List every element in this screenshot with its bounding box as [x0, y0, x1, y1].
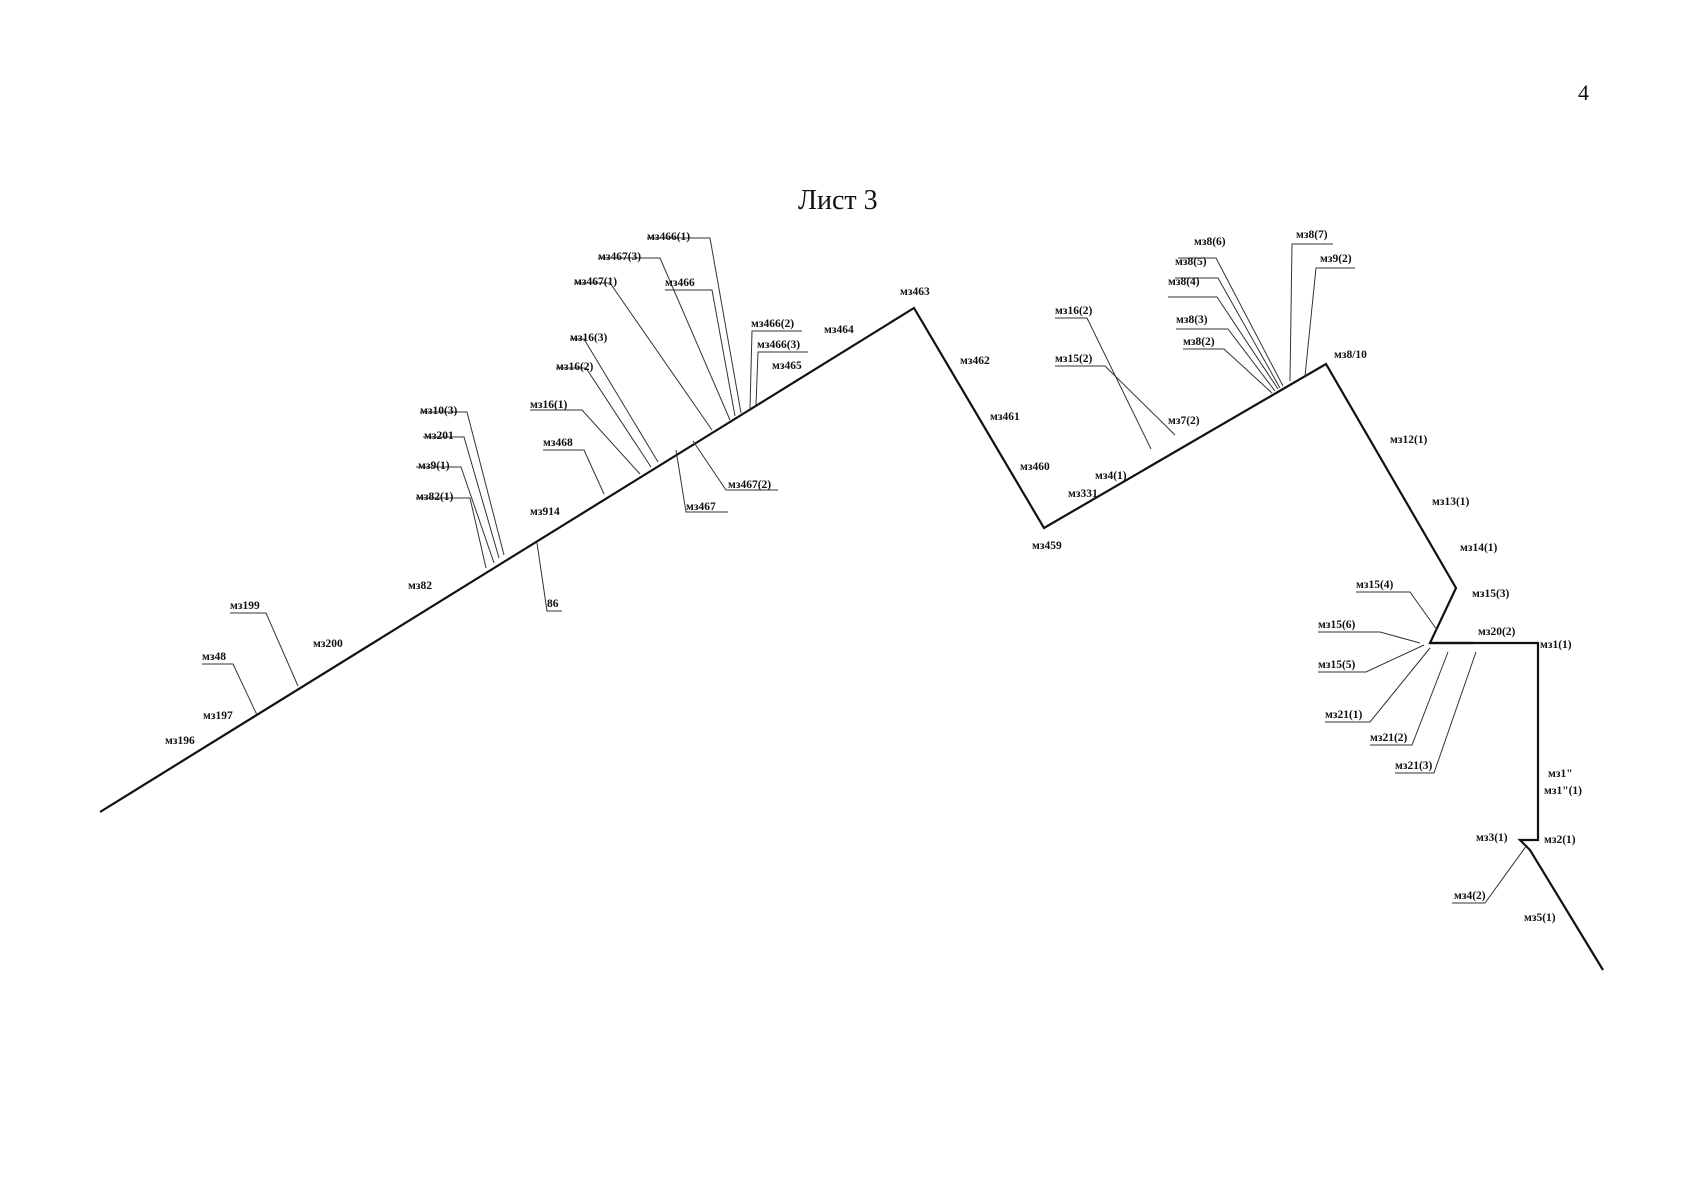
label-mz16-1a: мз16(1) — [530, 399, 568, 411]
label-mz467-3: мз467(3) — [598, 251, 641, 263]
label-mz914: мз914 — [530, 506, 560, 518]
label-mz459: мз459 — [1032, 540, 1062, 552]
label-mz82-1: мз82(1) — [416, 491, 454, 503]
leader-lines — [202, 237, 1528, 904]
point-labels: мз196 мз197 мз48 мз199 мз200 мз82 мз82(1… — [165, 229, 1582, 924]
label-mz9-1: мз9(1) — [418, 460, 450, 472]
label-mz1pp: мз1" — [1548, 768, 1573, 780]
label-mz2-1: мз2(1) — [1544, 834, 1576, 846]
label-mz7-2: мз7(2) — [1168, 415, 1200, 427]
label-mz15-3: мз15(3) — [1472, 588, 1510, 600]
label-mz8-10: мз8/10 — [1334, 349, 1367, 361]
label-mz199: мз199 — [230, 600, 260, 612]
label-mz16-3: мз16(3) — [570, 332, 608, 344]
label-mz466-2: мз466(2) — [751, 318, 794, 330]
label-mz1pp-1: мз1"(1) — [1544, 785, 1582, 797]
label-mz466-1: мз466(1) — [647, 231, 690, 243]
label-mz4-2: мз4(2) — [1454, 890, 1486, 902]
label-mz15-5: мз15(5) — [1318, 659, 1356, 671]
label-mz21-1: мз21(1) — [1325, 709, 1363, 721]
label-mz21-2: мз21(2) — [1370, 732, 1408, 744]
label-mz466-3: мз466(3) — [757, 339, 800, 351]
label-mz20-2: мз20(2) — [1478, 626, 1516, 638]
label-mz463: мз463 — [900, 286, 930, 298]
label-mz200: мз200 — [313, 638, 343, 650]
label-mz8-5: мз8(5) — [1175, 256, 1207, 268]
label-mz14-1: мз14(1) — [1460, 542, 1498, 554]
label-mz15-6: мз15(6) — [1318, 619, 1356, 631]
label-mz15-2: мз15(2) — [1055, 353, 1093, 365]
label-mz8-2: мз8(2) — [1183, 336, 1215, 348]
label-mz1-1: мз1(1) — [1540, 639, 1572, 651]
page-number: 4 — [1578, 80, 1589, 105]
label-mz468: мз468 — [543, 437, 573, 449]
label-mz461: мз461 — [990, 411, 1020, 423]
label-mz196: мз196 — [165, 735, 195, 747]
label-mz462: мз462 — [960, 355, 990, 367]
label-mz10-3: мз10(3) — [420, 405, 458, 417]
label-mz464: мз464 — [824, 324, 854, 336]
label-mz12-1: мз12(1) — [1390, 434, 1428, 446]
label-mz5-1: мз5(1) — [1524, 912, 1556, 924]
label-mz8-4: мз8(4) — [1168, 276, 1200, 288]
label-mz48: мз48 — [202, 651, 226, 663]
label-mz201: мз201 — [424, 430, 454, 442]
label-mz466: мз466 — [665, 277, 695, 289]
label-mz467: мз467 — [686, 501, 716, 513]
label-mz82: мз82 — [408, 580, 432, 592]
label-mz9-2: мз9(2) — [1320, 253, 1352, 265]
label-mz467-1: мз467(1) — [574, 276, 617, 288]
sheet-title: Лист 3 — [798, 185, 878, 216]
label-mz8-3: мз8(3) — [1176, 314, 1208, 326]
label-mz8-7: мз8(7) — [1296, 229, 1328, 241]
label-mz460: мз460 — [1020, 461, 1050, 473]
label-mz16-2a: мз16(2) — [556, 361, 594, 373]
label-mz21-3: мз21(3) — [1395, 760, 1433, 772]
label-n86: 86 — [547, 598, 559, 610]
label-mz4-1: мз4(1) — [1095, 470, 1127, 482]
label-mz331: мз331 — [1068, 488, 1098, 500]
label-mz13-1: мз13(1) — [1432, 496, 1470, 508]
label-mz16-2b: мз16(2) — [1055, 305, 1093, 317]
label-mz197: мз197 — [203, 710, 233, 722]
label-mz8-6: мз8(6) — [1194, 236, 1226, 248]
label-mz15-4: мз15(4) — [1356, 579, 1394, 591]
label-mz465: мз465 — [772, 360, 802, 372]
label-mz467-2: мз467(2) — [728, 479, 771, 491]
label-mz3-1: мз3(1) — [1476, 832, 1508, 844]
